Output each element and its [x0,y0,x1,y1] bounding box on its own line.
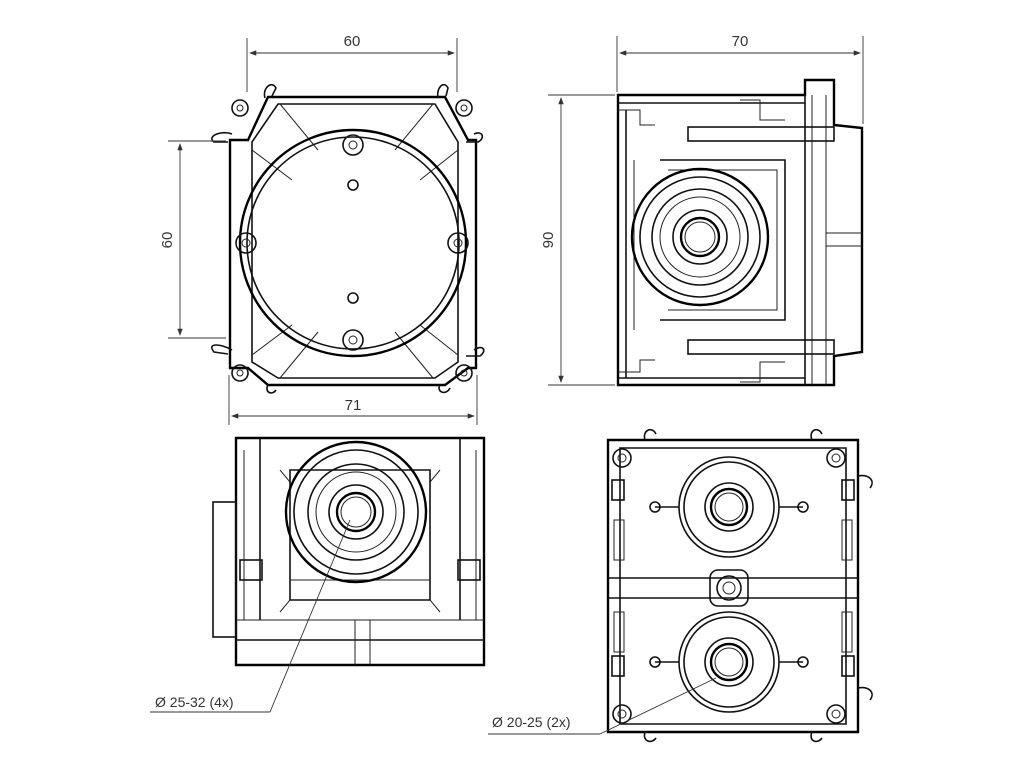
corner-lug-tl [211,83,277,143]
dim-top-left-width: 60 [246,33,458,92]
dim-top-right-height: 90 [540,94,615,386]
corner-lug-bl [211,344,277,394]
boss-left [235,232,257,254]
corner-lug-br [438,346,485,394]
back-corner-br [810,686,873,743]
view-side [616,78,864,387]
callout-right: Ø 20-25 (2x) [488,677,717,735]
callout-label-right: Ø 20-25 (2x) [492,714,571,730]
dim-label-60-side: 60 [159,232,176,249]
callout-label-left: Ø 25-32 (4x) [155,694,234,710]
back-corner-tl [612,428,657,468]
dim-label-90: 90 [540,232,557,249]
dim-label-71: 71 [345,397,362,414]
boss-right [447,232,469,254]
dim-top-right-width: 70 [616,33,864,124]
dim-label-70: 70 [732,33,749,50]
view-front [212,436,486,667]
dim-label-60-top: 60 [344,33,361,50]
dim-top-left-bottom-width: 71 [228,375,478,425]
back-corner-tr [810,428,873,489]
corner-lug-tr [436,83,484,143]
view-top [211,83,485,394]
dim-top-left-height: 60 [159,140,226,339]
view-back [606,428,873,743]
callout-left: Ø 25-32 (4x) [150,519,351,713]
boss-bottom [342,329,364,351]
boss-top [342,134,364,156]
